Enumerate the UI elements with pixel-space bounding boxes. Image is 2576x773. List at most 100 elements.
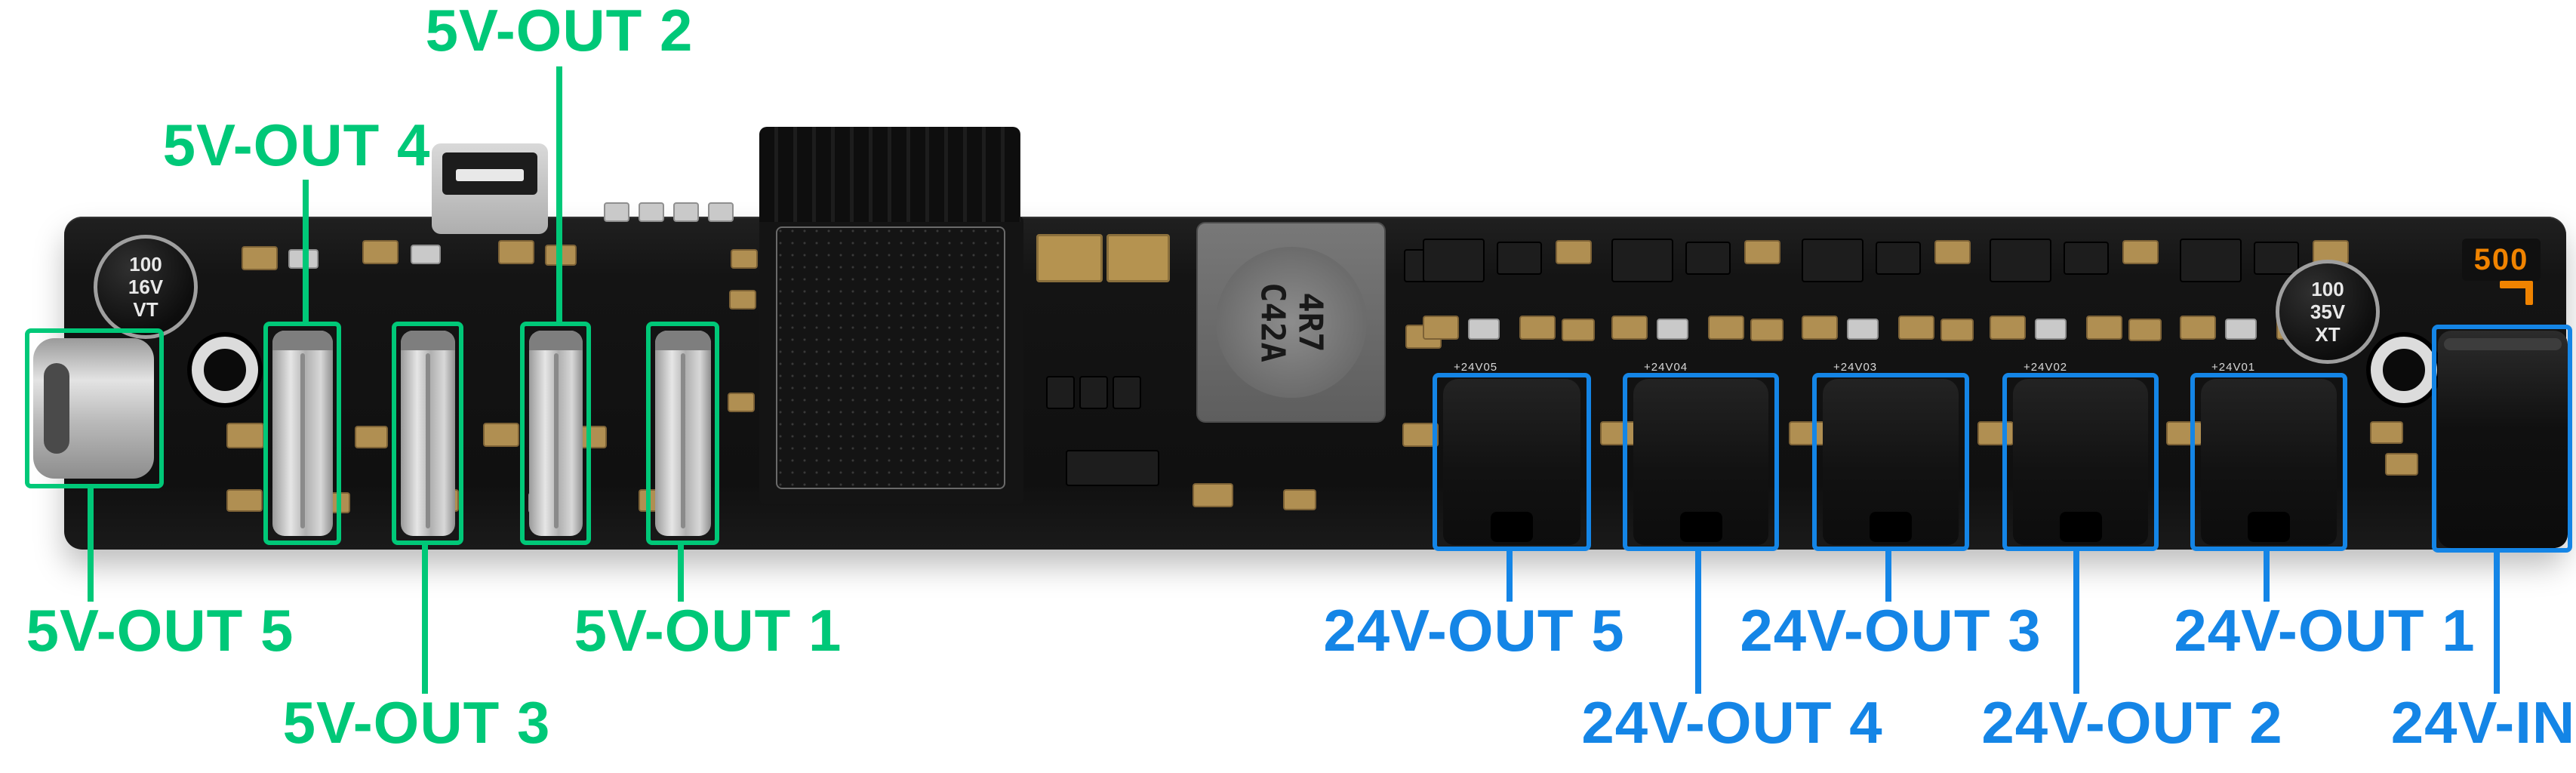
smd-component xyxy=(2128,319,2162,341)
callout-line-5v-out-1 xyxy=(678,540,684,602)
smd-component xyxy=(639,202,664,222)
jack-opening xyxy=(2248,512,2290,542)
jack-opening xyxy=(1870,512,1912,542)
label-24v-out-3: 24V-OUT 3 xyxy=(1740,597,2042,664)
smd-component xyxy=(1940,319,1974,341)
smd-component xyxy=(604,202,629,222)
smd-component xyxy=(2254,242,2299,275)
smd-component xyxy=(2122,240,2159,264)
24v-out-3-jack: +24V03 xyxy=(1823,361,1959,545)
callout-line-24v-in xyxy=(2494,548,2500,694)
smd-component xyxy=(1468,319,1500,340)
smd-component xyxy=(355,426,388,448)
smd-component xyxy=(1708,316,1744,340)
highlight-box-24v-out-5 xyxy=(1433,373,1591,551)
jack-opening xyxy=(1491,512,1533,542)
smd-component xyxy=(1898,316,1934,340)
callout-line-5v-out-3 xyxy=(422,540,428,694)
callout-line-24v-out-4 xyxy=(1695,547,1701,694)
label-5v-out-2: 5V-OUT 2 xyxy=(425,0,694,63)
highlight-box-5v-out-4 xyxy=(263,322,341,545)
highlight-box-24v-out-4 xyxy=(1623,373,1779,551)
smd-component xyxy=(411,245,441,264)
highlight-box-5v-out-5 xyxy=(25,328,164,488)
smd-component xyxy=(1423,239,1485,282)
highlight-box-24v-out-2 xyxy=(2002,373,2159,551)
callout-line-24v-out-1 xyxy=(2264,547,2270,602)
capacitor-right-text: 100 xyxy=(2311,278,2344,300)
mounting-hole-left xyxy=(192,337,258,403)
wifi-module-antenna xyxy=(759,127,1020,222)
smd-component xyxy=(1046,376,1075,409)
jack-silk-label: +24V02 xyxy=(2024,361,2068,374)
smd-component xyxy=(1802,316,1838,340)
capacitor-left: 100 16V VT xyxy=(94,235,198,339)
highlight-box-24v-in xyxy=(2432,325,2572,553)
label-5v-out-4: 5V-OUT 4 xyxy=(162,112,431,178)
smd-component xyxy=(1847,319,1879,340)
smd-component xyxy=(1990,316,2026,340)
smd-component xyxy=(1283,489,1316,510)
smd-component xyxy=(1556,240,1592,264)
smd-component xyxy=(708,202,734,222)
5v-out-3-connector xyxy=(401,331,455,536)
capacitor-left-text: 16V xyxy=(128,276,164,298)
smd-component xyxy=(1423,316,1459,340)
smd-component xyxy=(1990,239,2051,282)
smd-component xyxy=(1657,319,1688,340)
5v-out-4-connector xyxy=(272,331,333,536)
callout-line-24v-out-2 xyxy=(2073,547,2079,694)
label-24v-out-1: 24V-OUT 1 xyxy=(2174,597,2476,664)
smd-component xyxy=(1802,239,1864,282)
smd-component xyxy=(1744,240,1780,264)
jack-silk-label: +24V04 xyxy=(1644,361,1688,374)
smd-component xyxy=(1036,234,1103,282)
power-inductor: 4R7 C42A xyxy=(1196,222,1386,423)
highlight-box-5v-out-1 xyxy=(646,322,719,545)
smd-component xyxy=(731,249,758,269)
wifi-module-substrate xyxy=(759,217,1023,504)
smd-component xyxy=(1113,376,1141,409)
24v-out-1-jack: +24V01 xyxy=(2201,361,2337,545)
jack-silk-label: +24V05 xyxy=(1454,361,1498,374)
jack-silk-label: +24V03 xyxy=(1833,361,1878,374)
smd-component xyxy=(2225,319,2257,340)
callout-line-5v-out-4 xyxy=(303,180,309,322)
24v-out-5-jack: +24V05 xyxy=(1443,361,1580,545)
label-5v-out-1: 5V-OUT 1 xyxy=(574,597,842,664)
callout-line-24v-out-5 xyxy=(1507,547,1513,602)
smd-component xyxy=(2180,239,2242,282)
label-24v-out-4: 24V-OUT 4 xyxy=(1581,689,1883,756)
fuse-marking: 500 xyxy=(2473,242,2529,276)
label-24v-out-2: 24V-OUT 2 xyxy=(1981,689,2283,756)
smd-component xyxy=(1106,234,1170,282)
jack-silk-label: +24V01 xyxy=(2211,361,2256,374)
smd-component xyxy=(2064,242,2109,275)
smd-component xyxy=(1066,450,1159,486)
label-5v-out-5: 5V-OUT 5 xyxy=(26,597,294,664)
callout-line-5v-out-2 xyxy=(556,66,562,322)
smd-component xyxy=(1685,242,1731,275)
smd-component xyxy=(226,489,263,512)
usb-c-port-5v-out-5 xyxy=(33,338,154,479)
smd-component xyxy=(498,240,534,264)
label-24v-in: 24V-IN xyxy=(2390,689,2576,756)
smd-component xyxy=(2035,319,2067,340)
smd-component xyxy=(242,246,278,270)
callout-line-5v-out-5 xyxy=(88,484,94,602)
24v-out-4-jack: +24V04 xyxy=(1633,361,1768,545)
label-5v-out-3: 5V-OUT 3 xyxy=(282,689,551,756)
smd-component xyxy=(1789,421,1825,445)
inductor-line-2: C42A xyxy=(1253,282,1292,362)
smd-component xyxy=(2370,421,2403,444)
smd-component xyxy=(1497,242,1542,275)
highlight-box-5v-out-3 xyxy=(392,322,463,545)
smd-component xyxy=(1934,240,1971,264)
power-inductor-marking: 4R7 C42A xyxy=(1193,229,1390,416)
smd-component xyxy=(483,423,519,447)
usb-port-tongue xyxy=(456,169,524,181)
fuse-component: 500 xyxy=(2462,239,2541,281)
jack-opening xyxy=(1679,512,1722,542)
highlight-box-5v-out-2 xyxy=(520,322,591,545)
